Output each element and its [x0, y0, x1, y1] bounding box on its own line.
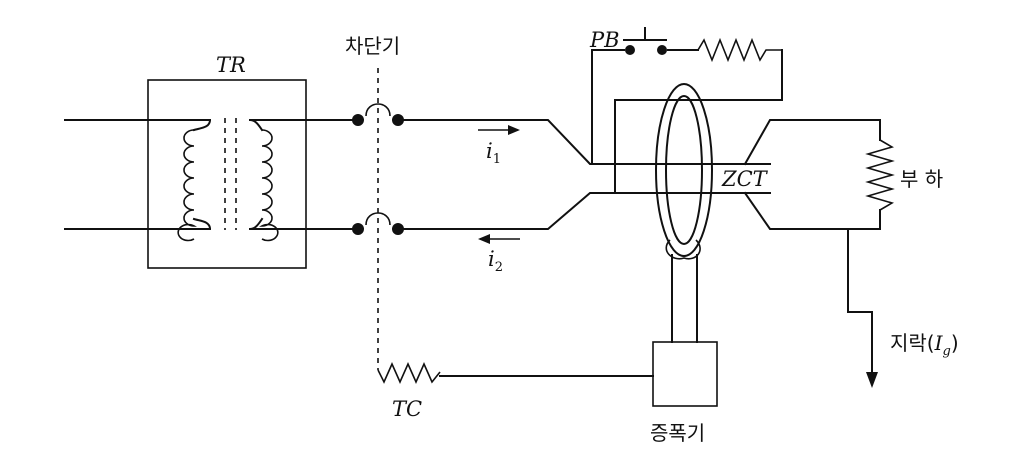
test-circuit-left-wire: [591, 49, 625, 165]
zct-core: [655, 83, 713, 260]
test-circuit-return-wire: [614, 49, 783, 194]
line-conductor-1: [397, 119, 771, 165]
current-arrow-i2: [478, 234, 520, 244]
ground-fault-wire: [847, 228, 873, 373]
load-wire-top: [743, 119, 881, 166]
primary-winding: [177, 118, 212, 242]
test-resistor: [697, 37, 782, 63]
push-button-label: PB: [589, 28, 620, 52]
current-i1-label: i1: [486, 139, 501, 167]
push-button: [623, 27, 667, 55]
amplifier-label: 증폭기: [650, 421, 705, 445]
transformer-box: [147, 79, 307, 269]
transformer-label: TR: [216, 53, 246, 77]
load-label: 부 하: [900, 167, 943, 191]
trip-coil-label: TC: [392, 397, 422, 421]
breaker-contact-top: [352, 103, 404, 126]
secondary-winding: [248, 118, 279, 242]
load-resistor: [865, 139, 895, 211]
load-wire-bottom: [743, 191, 881, 230]
ground-fault-arrow: [866, 372, 878, 388]
line-conductor-2: [397, 192, 771, 230]
current-arrow-i1: [478, 125, 520, 135]
amplifier-box: [652, 341, 718, 407]
breaker-label: 차단기: [345, 34, 400, 58]
trip-coil: [377, 362, 441, 384]
ground-fault-label: 지락(Ig): [890, 331, 959, 359]
current-i2-label: i2: [488, 247, 503, 275]
zct-label: ZCT: [721, 167, 769, 191]
